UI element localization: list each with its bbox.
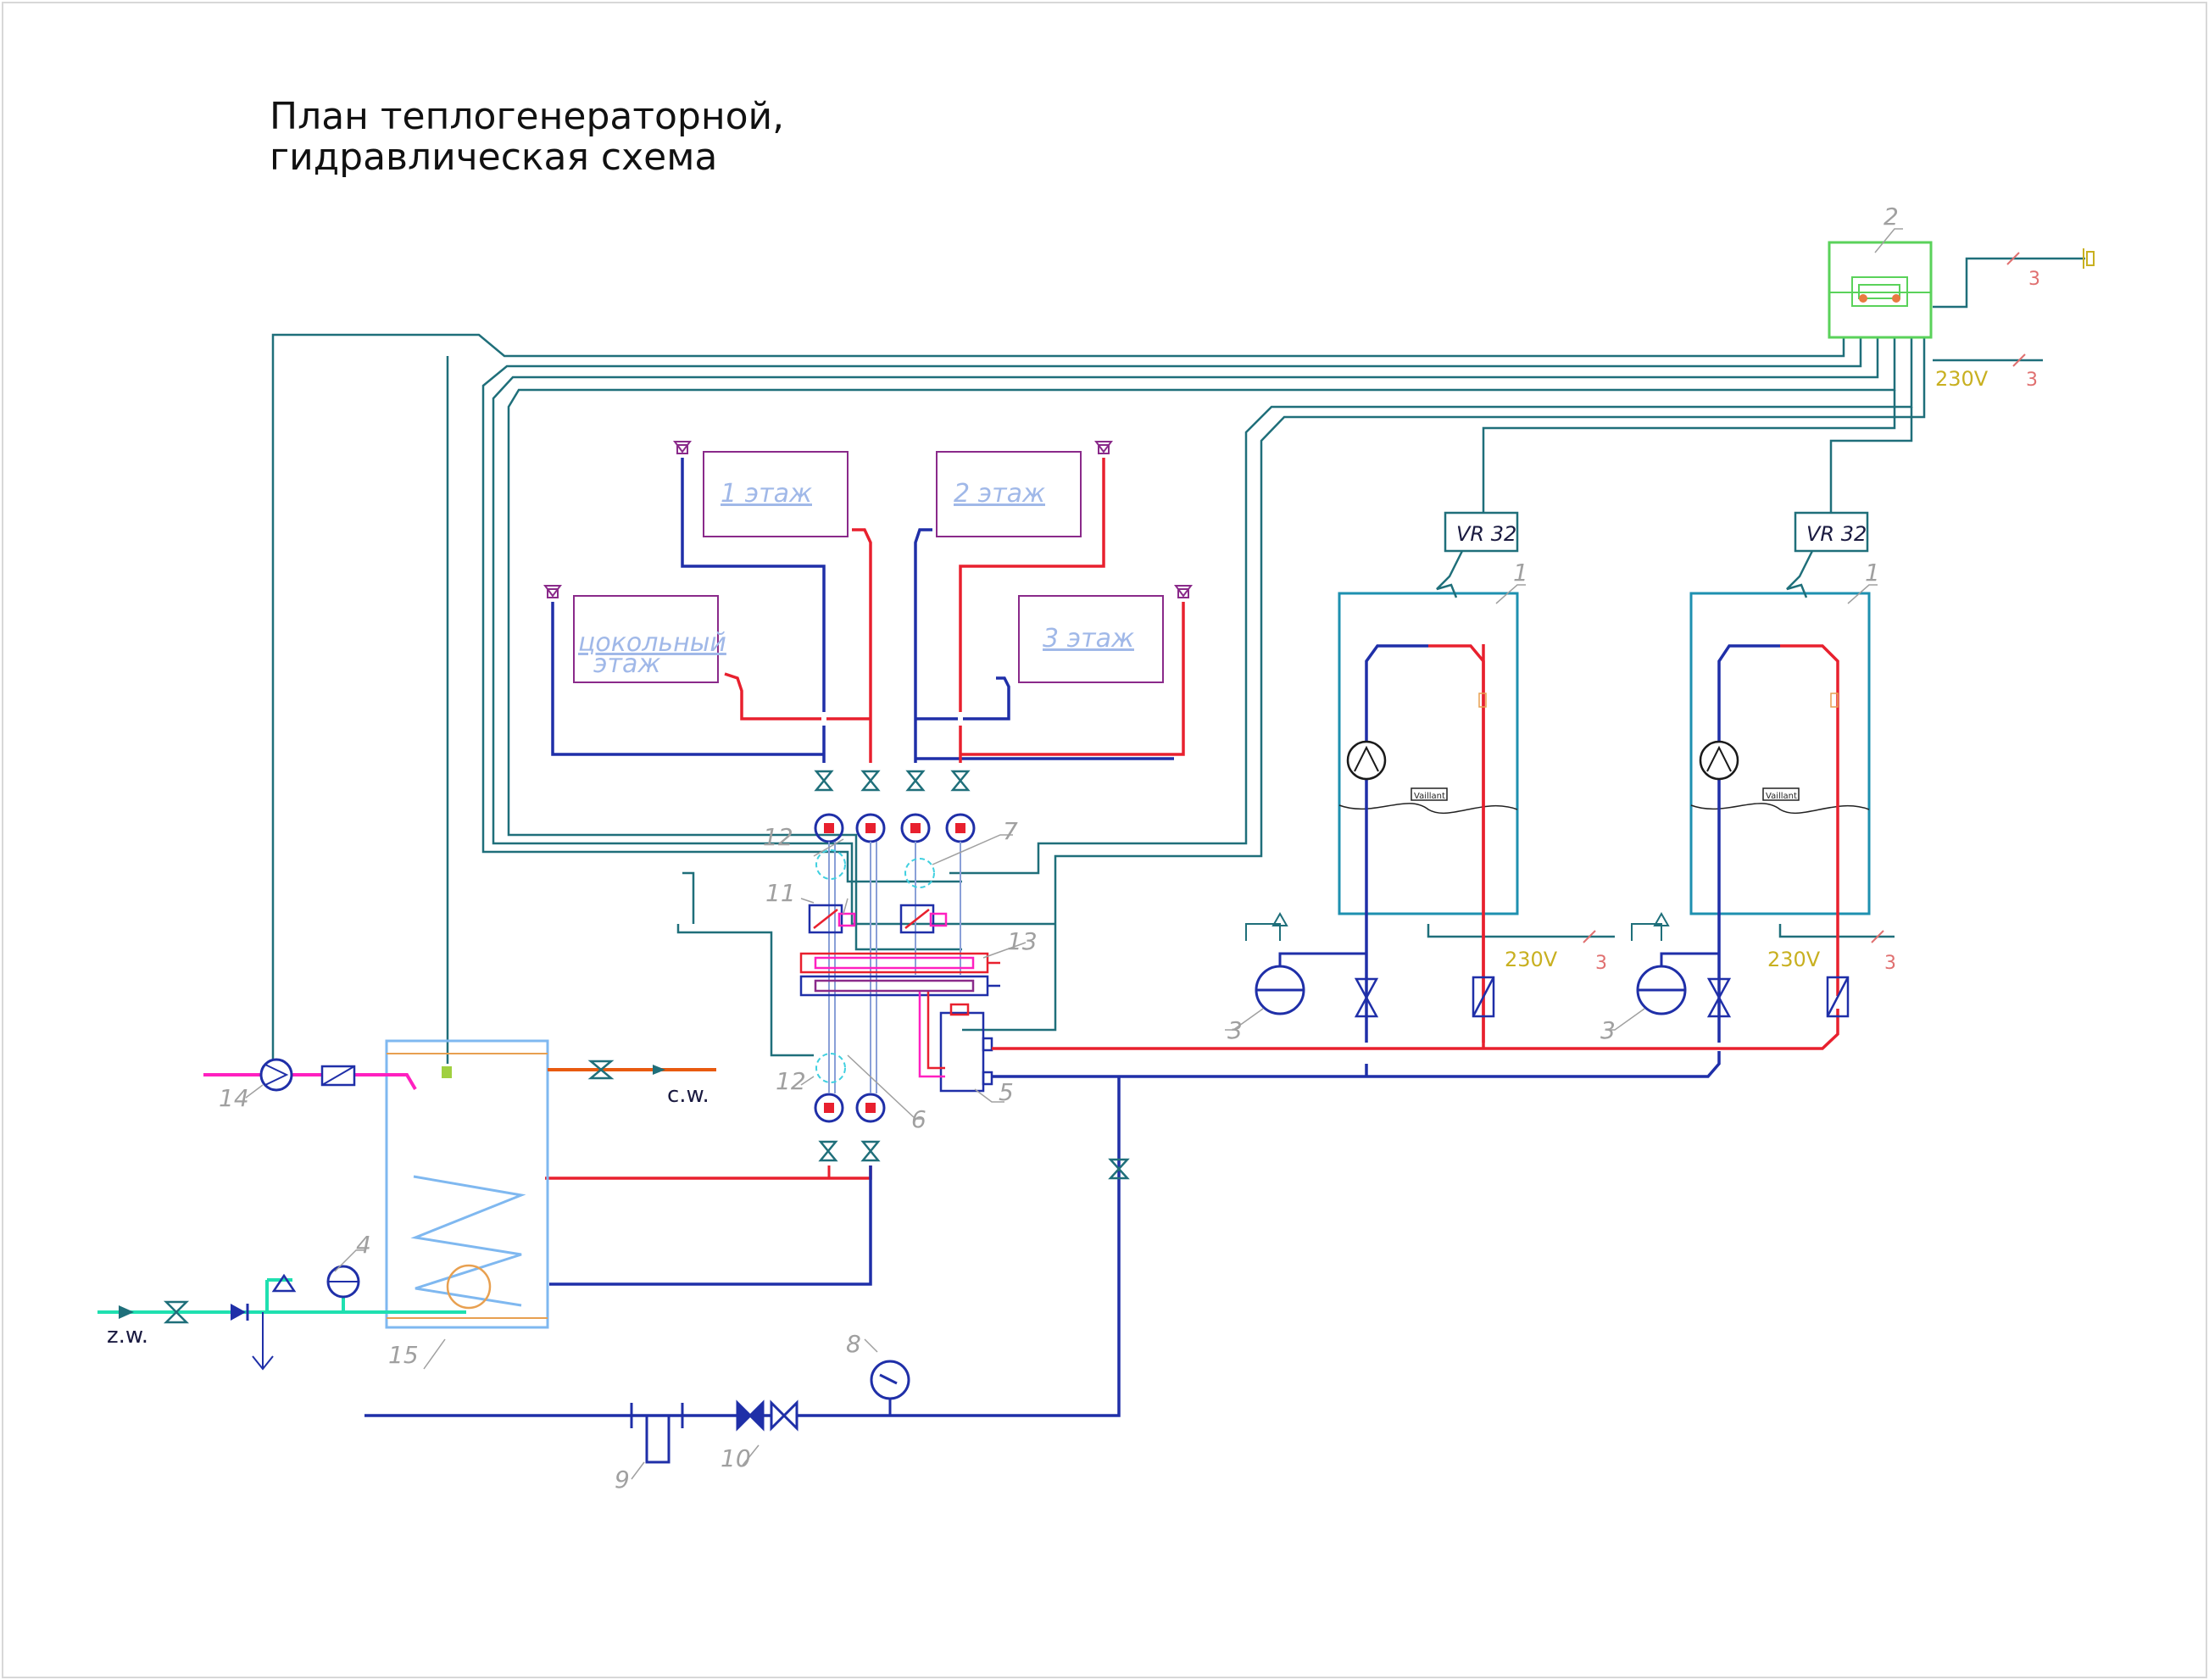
- radiator-floor3: [1018, 595, 1164, 683]
- callout-4: 4: [356, 1231, 371, 1259]
- controller-phase-label-top: 3: [2028, 269, 2040, 290]
- vr32-module-2-label: VR 32: [1806, 522, 1867, 546]
- radiator-air-vents: [543, 441, 1193, 598]
- radiator-return-pipes: [551, 458, 1174, 763]
- vr32-modules: [1436, 511, 1869, 598]
- radiator-floor1: [703, 451, 849, 537]
- recirculation-loop-14: [203, 1058, 417, 1092]
- hot-water-outlet: [548, 1060, 716, 1080]
- callout-2: 2: [1883, 203, 1899, 231]
- radiators: [573, 451, 1164, 683]
- radiator-supply-pipes: [724, 458, 1185, 763]
- dhw-tank-15: [385, 1039, 549, 1329]
- radiator-floor1-label: 1 этаж: [721, 479, 812, 509]
- callout-3a: 3: [1227, 1016, 1243, 1044]
- circulation-pumps-12: [815, 849, 935, 1083]
- radiator-basement-label-1: цокольный: [578, 628, 726, 658]
- callout-leaders: [245, 228, 1903, 1480]
- boiler-1-brand: Vaillant: [1414, 792, 1445, 801]
- boiler-2-voltage: 230V: [1767, 948, 1821, 971]
- dhw-branch-valves: [818, 1140, 881, 1162]
- boiler-2-brand: Vaillant: [1766, 792, 1797, 801]
- hydraulic-separator-5: [918, 992, 993, 1093]
- pipe-crossovers: [821, 712, 963, 726]
- radiator-basement: [573, 595, 719, 683]
- callout-3b: 3: [1600, 1016, 1616, 1044]
- callout-1b: 1: [1865, 559, 1880, 587]
- boiler-2-phase: 3: [1884, 953, 1896, 974]
- page-title-line2: гидравлическая схема: [270, 136, 717, 179]
- controller-phase-label-bottom: 3: [2026, 370, 2038, 391]
- page-title-line1: План теплогенераторной,: [270, 95, 784, 138]
- boiler-1-phase: 3: [1595, 953, 1607, 974]
- callout-1a: 1: [1513, 559, 1528, 587]
- hot-water-label: c.w.: [667, 1082, 709, 1108]
- radiator-floor3-label: 3 этаж: [1043, 624, 1134, 654]
- boiler-1: [1338, 592, 1519, 1043]
- radiator-floor2-label: 2 этаж: [954, 479, 1045, 509]
- callout-numbers: 1 1 2 3 3 4 5 6 7 8 9 10 11 12 12 13 14 …: [219, 203, 1899, 1494]
- expansion-vessels-3: [1245, 911, 1719, 1015]
- main-feed-components: [630, 1360, 910, 1464]
- radiator-valves: [814, 770, 971, 792]
- callout-6: 6: [911, 1105, 926, 1133]
- radiator-floor2: [936, 451, 1082, 537]
- boiler-check-valves: [1472, 976, 1850, 1018]
- boiler-1-voltage: 230V: [1505, 948, 1558, 971]
- mixing-valves-11: [808, 904, 948, 934]
- return-line-valve: [1108, 1158, 1130, 1180]
- control-wiring: [271, 257, 2085, 1068]
- boiler-supply-main: [545, 644, 1839, 1180]
- controller-voltage-label: 230V: [1935, 367, 1989, 391]
- controller-2: [1828, 241, 1933, 339]
- boiler-phase-marks: [1583, 930, 1884, 943]
- pump-group-head-centers: [824, 823, 965, 1113]
- callout-10: 10: [721, 1444, 751, 1472]
- cold-water-label: z.w.: [107, 1323, 148, 1349]
- vr32-module-1-label: VR 32: [1456, 522, 1516, 546]
- distribution-manifold-13: [799, 952, 1000, 997]
- boiler-2: [1689, 592, 1871, 1043]
- callout-15: 15: [388, 1341, 419, 1369]
- callout-8: 8: [846, 1330, 861, 1358]
- callout-5: 5: [999, 1078, 1014, 1106]
- boiler-return-valves: [1354, 977, 1732, 1018]
- cold-water-inlet: [97, 1265, 466, 1371]
- callout-12b: 12: [776, 1067, 806, 1095]
- callout-9: 9: [615, 1466, 630, 1494]
- callout-13: 13: [1007, 927, 1038, 955]
- boiler-return-main: [364, 1051, 1721, 1417]
- controller-phase-marks: [2006, 252, 2026, 367]
- radiator-basement-label-2: этаж: [593, 649, 660, 679]
- callout-11: 11: [765, 879, 796, 907]
- callout-7: 7: [1003, 817, 1018, 845]
- callout-12a: 12: [763, 823, 793, 851]
- callout-14: 14: [219, 1084, 249, 1112]
- outdoor-sensor-icon: [2083, 248, 2095, 269]
